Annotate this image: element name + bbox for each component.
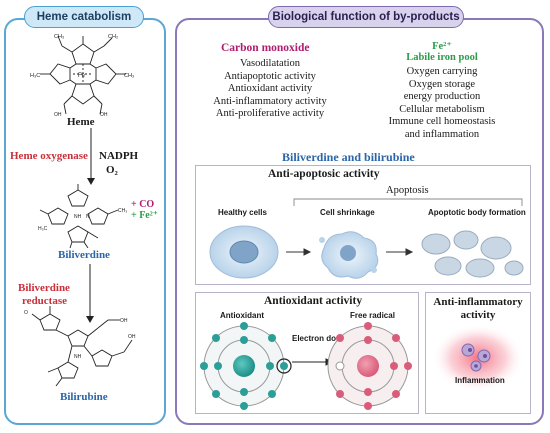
healthy-cells-label: Healthy cells (218, 208, 267, 217)
biliverdine-reductase-label-1: Biliverdine (18, 282, 70, 294)
co-heading: Carbon monoxide (221, 42, 310, 54)
biliverdine-reductase-label-2: reductase (22, 295, 68, 307)
co-product-label: + CO (131, 199, 155, 210)
svg-text:OH: OH (100, 112, 108, 118)
antioxidant-atom-icon (200, 322, 292, 410)
fe-heading-pool: Labile iron pool (406, 52, 478, 63)
co-function-list: Vasodilatation Antiapoptotic activity An… (196, 58, 344, 121)
anti-inflammatory-title-line1: Anti-inflammatory (433, 296, 523, 308)
bilirubine-label: Bilirubine (60, 391, 108, 403)
heme-structure: Fe H₃C CH₃ CH₃ CH₂ OH OH (30, 34, 134, 118)
arrow-biliverdine-to-bilirubine (86, 264, 94, 323)
svg-text:Fe: Fe (78, 73, 86, 79)
co-item: Vasodilatation (239, 58, 301, 69)
fe-item: and inflammation (404, 128, 480, 140)
anti-apoptotic-box (195, 165, 531, 285)
biliverdine-structure: NH N CH₃ H₃C (38, 184, 127, 248)
bilirubine-structure: O OH OH NH (24, 306, 136, 387)
co-item: Antioxidant activity (227, 83, 313, 94)
svg-text:O: O (24, 310, 28, 316)
co-item: Antiapoptotic activity (224, 70, 316, 82)
svg-text:H₃C: H₃C (38, 226, 48, 232)
fe-function-list: Oxygen carrying Oxygen storage energy pr… (368, 66, 516, 141)
svg-text:CH₃: CH₃ (54, 34, 64, 40)
svg-text:CH₃: CH₃ (118, 208, 127, 214)
antioxidant-box (195, 292, 419, 414)
inflammation-illustration (432, 326, 524, 392)
fe-item: Immune cell homeostasis (388, 116, 496, 127)
apoptosis-label: Apoptosis (386, 185, 429, 196)
heme-label: Heme (67, 116, 95, 128)
antioxidant-label: Antioxidant (220, 311, 264, 320)
electron-donation-label: Electron donation (292, 334, 360, 343)
apoptotic-body-label: Apoptotic body formation (428, 208, 526, 217)
fe-product-label: + Fe²⁺ (131, 210, 159, 221)
anti-inflammatory-box (425, 292, 531, 414)
svg-text:H₃C: H₃C (30, 73, 40, 79)
antioxidant-title: Antioxidant activity (264, 295, 363, 307)
inflammation-label: Inflammation (455, 376, 505, 385)
apoptosis-bracket (293, 198, 523, 206)
svg-text:CH₃: CH₃ (124, 73, 134, 79)
arrow-heme-to-biliverdine (87, 128, 95, 185)
cell-shrinkage-label: Cell shrinkage (320, 208, 375, 217)
anti-inflammatory-title-line2: activity (460, 309, 496, 321)
nadph-label: NADPH (99, 150, 139, 162)
svg-text:OH: OH (54, 112, 62, 118)
biliverdine-label: Biliverdine (58, 249, 110, 261)
svg-text:OH: OH (120, 318, 128, 324)
biological-function-title: Biological function of by-products (268, 6, 464, 28)
shrinking-cell-icon (319, 231, 379, 279)
fe-item: energy production (403, 91, 481, 102)
svg-text:NH: NH (74, 354, 82, 360)
fe-item: Cellular metabolism (399, 103, 485, 115)
free-radical-atom-icon (327, 322, 412, 410)
anti-inflammatory-title: Anti-inflammatory activity (425, 296, 531, 322)
svg-text:CH₂: CH₂ (108, 34, 118, 40)
heme-catabolism-title: Heme catabolism (24, 6, 144, 28)
fe-heading-ion: Fe²⁺ (432, 41, 452, 52)
o2-label: O₂ (106, 164, 118, 176)
fe-item: Oxygen storage (408, 78, 476, 90)
co-item: Anti-inflammatory activity (213, 95, 327, 107)
svg-text:OH: OH (128, 334, 136, 340)
biliverdine-bilirubine-heading: Biliverdine and bilirubine (282, 150, 415, 164)
co-item: Anti-proliferative activity (215, 108, 325, 119)
fe-heading: Fe²⁺ Labile iron pool (368, 41, 516, 63)
anti-apoptotic-title: Anti-apoptosic activity (268, 168, 380, 180)
healthy-cell-icon (209, 225, 279, 279)
apoptosis-illustration (209, 225, 524, 279)
heme-oxygenase-label: Heme oxygenase (10, 150, 88, 162)
svg-text:NH: NH (74, 214, 82, 220)
free-radical-label: Free radical (350, 311, 395, 320)
svg-text:N: N (86, 214, 90, 220)
fe-item: Oxygen carrying (406, 66, 478, 77)
apoptotic-body-icon (421, 230, 524, 278)
antioxidant-illustration (200, 322, 412, 410)
